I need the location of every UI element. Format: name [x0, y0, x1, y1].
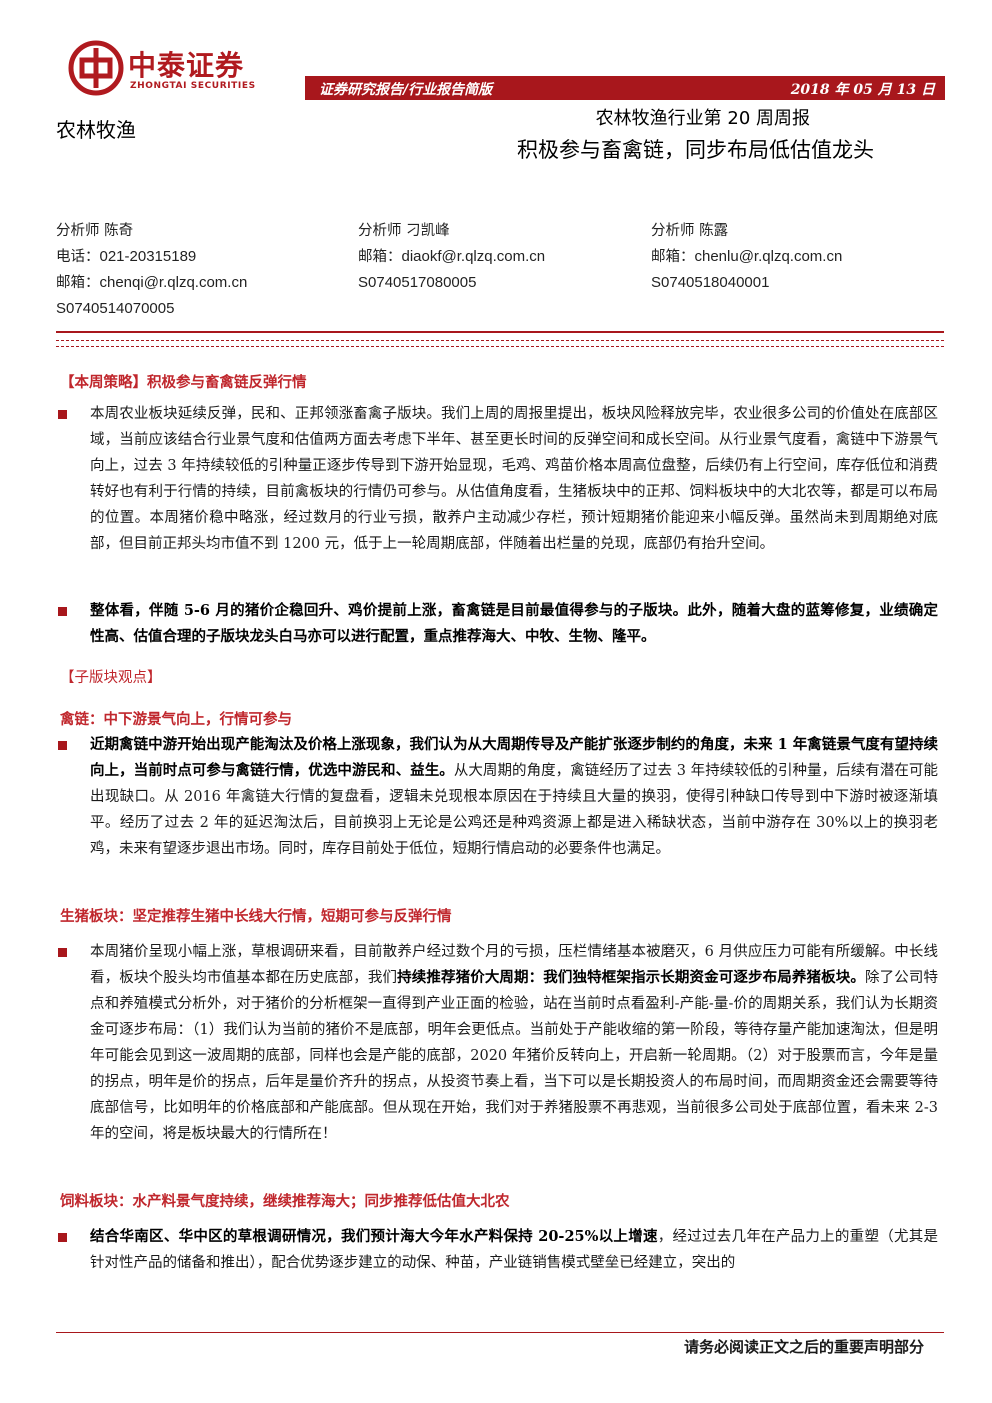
- email-value: diaokf@r.qlzq.com.cn: [401, 248, 546, 265]
- section-heading-strategy: 【本周策略】积极参与畜禽链反弹行情: [60, 374, 307, 391]
- email-label: 邮箱：: [651, 249, 695, 265]
- analyst-name: 分析师 陈露: [651, 223, 729, 239]
- paragraph-hog-b: 除了公司特点和养殖模式分析外，对于猪价的分析框架一直得到产业正面的检验，站在当前…: [90, 970, 939, 1142]
- zhongtai-logo-icon: [68, 40, 124, 96]
- section-heading-hog: 生猪板块：坚定推荐生猪中长线大行情，短期可参与反弹行情: [60, 908, 452, 925]
- report-banner: 证券研究报告/行业报告简版 2018 年 05 月 13 日: [305, 76, 945, 100]
- phone-value: 021-20315189: [99, 248, 197, 265]
- bullet-icon: [58, 607, 67, 616]
- sector-label: 农林牧渔: [56, 118, 136, 142]
- section-heading-feed: 饲料板块：水产料景气度持续，继续推荐海大；同步推荐低估值大北农: [60, 1193, 510, 1210]
- bullet-icon: [58, 948, 67, 957]
- email-label: 邮箱：: [358, 249, 402, 265]
- report-subtitle: 积极参与畜禽链，同步布局低估值龙头: [517, 138, 874, 162]
- email-value: chenlu@r.qlzq.com.cn: [694, 248, 843, 265]
- paragraph-strategy-2: 整体看，伴随 5-6 月的猪价企稳回升、鸡价提前上涨，畜禽链是目前最值得参与的子…: [90, 602, 938, 645]
- paragraph-hog-bold: 持续推荐猪价大周期：我们独特框架指示长期资金可逐步布局养猪板块。: [397, 969, 866, 986]
- email-label: 邮箱：: [56, 275, 100, 291]
- analyst-name: 分析师 刁凯峰: [358, 223, 450, 239]
- analyst-1-card: 分析师 陈奇 电话：021-20315189 邮箱：chenqi@r.qlzq.…: [56, 221, 247, 319]
- paragraph-feed: 结合华南区、华中区的草根调研情况，我们预计海大今年水产料保持 20-25%以上增…: [90, 1224, 938, 1276]
- report-date: 2018 年 05 月 13 日: [790, 82, 935, 98]
- paragraph-feed-bold: 结合华南区、华中区的草根调研情况，我们预计海大今年水产料保持 20-25%以上增…: [90, 1228, 658, 1245]
- report-title: 农林牧渔行业第 20 周周报: [595, 108, 810, 129]
- analyst-id: S0740514070005: [56, 300, 175, 317]
- analyst-3-card: 分析师 陈露 邮箱：chenlu@r.qlzq.com.cn S07405180…: [651, 221, 842, 293]
- section-heading-poultry: 禽链：中下游景气向上，行情可参与: [60, 711, 292, 728]
- logo-text-en: ZHONGTAI SECURITIES: [130, 81, 256, 91]
- analyst-id: S0740517080005: [358, 274, 477, 291]
- dashed-divider: [56, 346, 944, 347]
- section-heading-subsectors: 【子版块观点】: [60, 670, 162, 686]
- footer-disclaimer: 请务必阅读正文之后的重要声明部分: [683, 1338, 924, 1356]
- paragraph-poultry-bold: 近期禽链中游开始出现产能淘汰及价格上涨现象，我们认为从大周期传导及产能扩张逐步制…: [90, 736, 938, 779]
- report-type: 证券研究报告/行业报告简版: [319, 82, 493, 98]
- paragraph-poultry-rest: 从大周期的角度，禽链经历了过去 3 年持续较低的引种量，后续有潜在可能出现缺口。…: [90, 763, 938, 857]
- paragraph-poultry: 近期禽链中游开始出现产能淘汰及价格上涨现象，我们认为从大周期传导及产能扩张逐步制…: [90, 732, 938, 862]
- paragraph-hog-a: 本周猪价呈现小幅上涨，草根调研来看，目前散养户经过数个月的亏损，压栏情绪基本被磨…: [90, 944, 938, 986]
- paragraph-hog: 本周猪价呈现小幅上涨，草根调研来看，目前散养户经过数个月的亏损，压栏情绪基本被磨…: [90, 939, 938, 1147]
- logo-text-cn: 中泰证券: [128, 49, 245, 82]
- phone-label: 电话：: [56, 249, 100, 265]
- dashed-divider: [56, 340, 944, 341]
- footer-divider: [56, 1332, 944, 1333]
- divider: [56, 331, 944, 333]
- bullet-icon: [58, 410, 67, 419]
- bullet-icon: [58, 1233, 67, 1242]
- bullet-icon: [58, 741, 67, 750]
- email-value: chenqi@r.qlzq.com.cn: [99, 274, 248, 291]
- paragraph-feed-rest: ，经过过去几年在产品力上的重塑（尤其是针对性产品的储备和推出），配合优势逐步建立…: [90, 1229, 938, 1271]
- paragraph-strategy-1: 本周农业板块延续反弹，民和、正邦领涨畜禽子版块。我们上周的周报里提出，板块风险释…: [90, 406, 938, 552]
- analyst-name: 分析师 陈奇: [56, 223, 134, 239]
- analyst-2-card: 分析师 刁凯峰 邮箱：diaokf@r.qlzq.com.cn S0740517…: [358, 221, 545, 293]
- analyst-id: S0740518040001: [651, 274, 770, 291]
